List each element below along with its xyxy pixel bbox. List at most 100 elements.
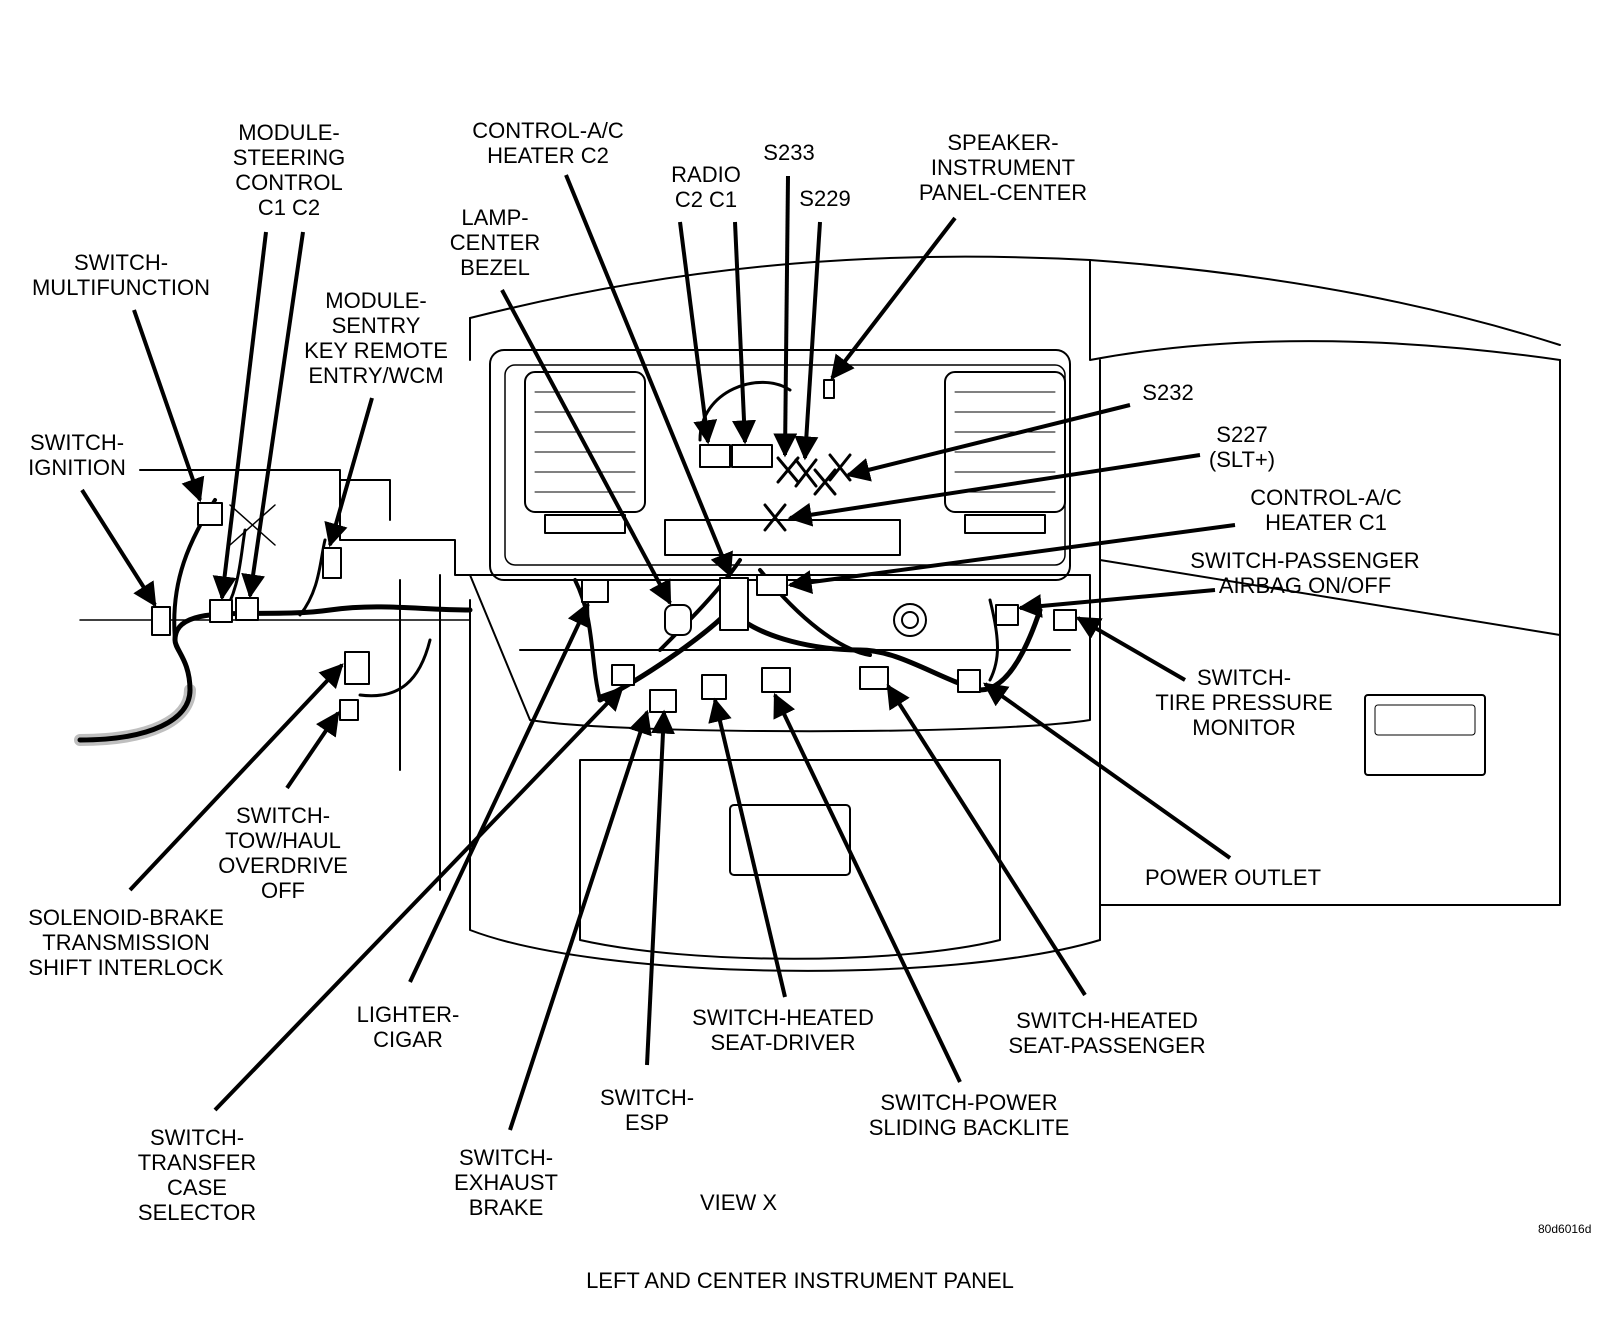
label-line: SLIDING BACKLITE [868, 1115, 1070, 1140]
label-line: S229 [799, 186, 851, 211]
lighter-connector [581, 579, 609, 603]
label-line: CENTER [449, 230, 541, 255]
view-label: VIEW X [700, 1190, 778, 1215]
label-line: (SLT+) [1208, 447, 1276, 472]
steering-connector-c2 [235, 597, 259, 621]
label-line: SWITCH- [73, 250, 169, 275]
label-s227: S227(SLT+) [1209, 422, 1275, 472]
label-line: POWER OUTLET [1144, 865, 1322, 890]
label-power-outlet: POWER OUTLET [1145, 865, 1321, 890]
backlite-connector [761, 667, 791, 693]
leader-tire [1075, 616, 1187, 682]
label-line: TOW/HAUL [225, 828, 341, 853]
left-vent [524, 371, 646, 534]
center-harness [597, 607, 1043, 703]
label-line: LAMP- [461, 205, 529, 230]
label-line: ENTRY/WCM [308, 363, 444, 388]
figure-caption: LEFT AND CENTER INSTRUMENT PANEL [586, 1268, 1014, 1293]
left-harness [77, 604, 473, 743]
label-line: SWITCH-HEATED [692, 1005, 874, 1030]
label-line: SWITCH- [149, 1125, 245, 1150]
label-line: RADIO [671, 162, 741, 187]
leader-s229 [794, 221, 822, 461]
leader-sentry [324, 397, 374, 548]
label-line: HEATER C1 [1265, 510, 1387, 535]
label-line: SENTRY [331, 313, 421, 338]
leader-multifunction [132, 309, 205, 503]
leader-lighter [408, 601, 590, 983]
label-line: MODULE- [325, 288, 427, 313]
label-line: TRANSFER [137, 1150, 257, 1175]
radio-connector-c1 [731, 444, 773, 468]
label-line: EXHAUST [454, 1170, 558, 1195]
steering-connector-c1 [209, 599, 233, 623]
leader-airbag [1017, 588, 1216, 618]
airbag-switch-connector [995, 604, 1019, 626]
label-line: TRANSMISSION [42, 930, 210, 955]
right-control-panel [1364, 694, 1486, 776]
leader-power-outlet [983, 682, 1232, 860]
control-ac-c2-connector [719, 577, 749, 631]
label-switch-ignition: SWITCH-IGNITION [28, 430, 126, 480]
leader-speaker [830, 216, 957, 380]
lamp-connector [664, 604, 692, 636]
multifunction-connector [197, 502, 223, 526]
leader-backlite [773, 692, 962, 1083]
label-line: S232 [1142, 380, 1194, 405]
label-line: CONTROL-A/C [472, 118, 624, 143]
label-line: SEAT-DRIVER [710, 1030, 856, 1055]
label-line: STEERING [232, 145, 346, 170]
solenoid-connector [344, 651, 370, 685]
leader-steering-c1 [212, 231, 268, 601]
label-line: LIGHTER- [356, 1002, 460, 1027]
label-switch-multifunction: SWITCH-MULTIFUNCTION [32, 250, 210, 300]
label-switch-esp: SWITCH-ESP [600, 1085, 694, 1135]
speaker-connector [823, 379, 835, 399]
label-s232: S232 [1142, 380, 1193, 405]
label-line: SHIFT INTERLOCK [28, 955, 224, 980]
label-line: SEAT-PASSENGER [1008, 1033, 1206, 1058]
power-outlet-connector [957, 669, 981, 693]
leader-radio-c2 [678, 221, 718, 445]
label-line: MULTIFUNCTION [31, 275, 211, 300]
label-line: OFF [261, 878, 305, 903]
label-line: SWITCH-POWER [880, 1090, 1058, 1115]
transfer-case-connector [611, 664, 635, 686]
label-line: C1 C2 [257, 195, 321, 220]
label-line: CONTROL [235, 170, 343, 195]
label-line: S227 [1216, 422, 1268, 447]
control-ac-c1-connector [756, 574, 788, 596]
leader-radio-c1 [732, 221, 757, 445]
leader-heated-passenger [886, 683, 1087, 997]
label-s233: S233 [763, 140, 814, 165]
leader-solenoid [128, 663, 344, 892]
label-s229: S229 [799, 186, 850, 211]
leader-lamp [500, 289, 672, 606]
label-line: SELECTOR [137, 1200, 257, 1225]
leader-s227 [787, 453, 1201, 527]
heated-passenger-connector [859, 666, 889, 690]
leader-heated-driver [708, 697, 787, 998]
label-line: SWITCH- [235, 803, 331, 828]
label-line: SWITCH- [1196, 665, 1292, 690]
leader-steering-c2 [241, 231, 305, 599]
label-line: MONITOR [1192, 715, 1296, 740]
label-line: AIRBAG ON/OFF [1218, 573, 1392, 598]
right-vent [944, 371, 1066, 534]
label-lighter: LIGHTER-CIGAR [357, 1002, 460, 1052]
label-line: CONTROL-A/C [1250, 485, 1402, 510]
